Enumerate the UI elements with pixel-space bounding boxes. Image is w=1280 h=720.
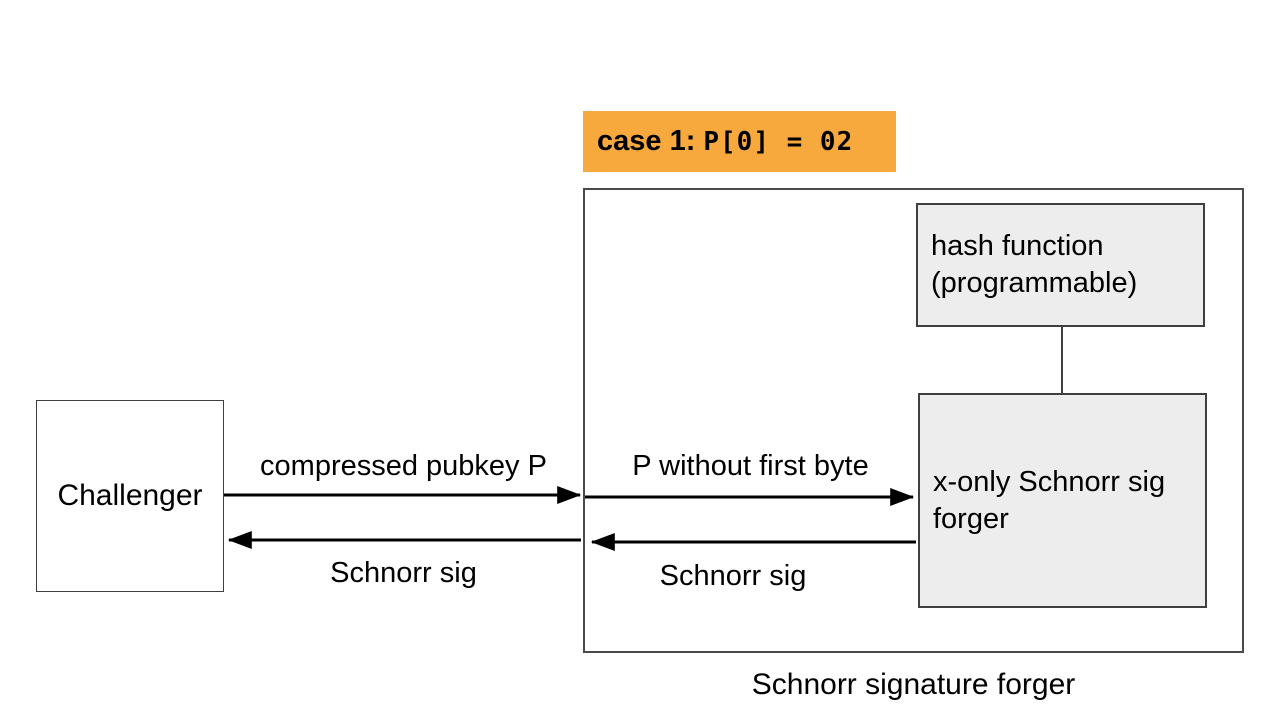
challenger-label: Challenger bbox=[57, 479, 203, 512]
sig-inner-arrow-label: Schnorr sig bbox=[659, 560, 807, 592]
challenger-node: Challenger bbox=[36, 400, 224, 592]
case-label-prefix: case 1: bbox=[597, 125, 696, 157]
xonly-forger-label: x-only Schnorr sig forger bbox=[933, 465, 1166, 535]
case-label: case 1: P[0] = 02 bbox=[583, 111, 896, 172]
hash-function-node: hash function (programmable) bbox=[916, 203, 1205, 327]
pubkey-arrow-label: compressed pubkey P bbox=[260, 450, 547, 482]
hash-function-label: hash function (programmable) bbox=[931, 230, 1138, 299]
case-label-code: P[0] = 02 bbox=[703, 126, 854, 157]
forger-boundary-caption: Schnorr signature forger bbox=[751, 668, 1076, 701]
sig-outer-arrow-label: Schnorr sig bbox=[330, 557, 477, 589]
pubkey-inner-arrow-label: P without first byte bbox=[632, 450, 869, 482]
forger-boundary-box bbox=[583, 188, 1244, 653]
xonly-forger-node: x-only Schnorr sig forger bbox=[918, 393, 1207, 608]
